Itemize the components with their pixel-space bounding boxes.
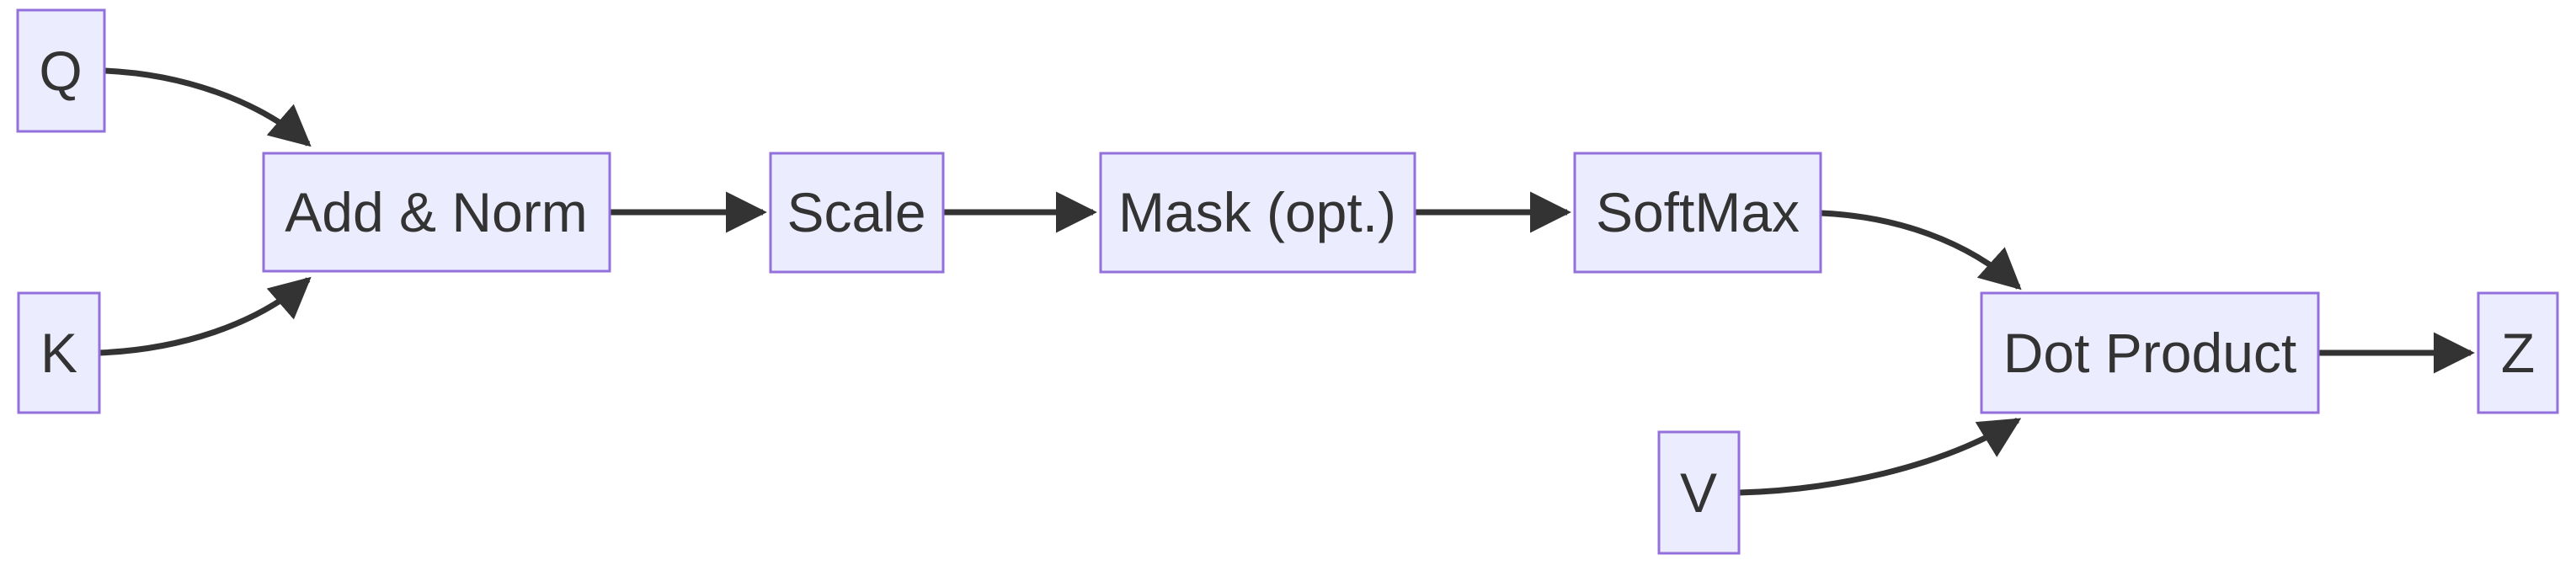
node-v-label: V	[1680, 461, 1717, 524]
node-z-box	[2477, 291, 2559, 414]
node-dotproduct-box	[1980, 291, 2320, 414]
nodes-layer: Q K Add & Norm Scale Mask (opt.) SoftMax	[16, 8, 2559, 555]
node-k-label: K	[40, 322, 77, 384]
node-k-box	[17, 291, 101, 414]
edge-q-to-addnorm	[104, 67, 312, 147]
node-addnorm-box	[262, 152, 611, 273]
node-mask-box	[1099, 152, 1416, 274]
node-scale-box	[769, 152, 945, 274]
node-z-label: Z	[2501, 322, 2535, 384]
node-q-box	[16, 8, 106, 133]
node-addnorm: Add & Norm	[262, 152, 611, 273]
node-scale: Scale	[769, 152, 945, 274]
edge-k-to-addnorm	[99, 276, 312, 356]
node-q: Q	[16, 8, 106, 133]
edge-softmax-to-dotproduct	[1820, 210, 2022, 291]
node-v-box	[1657, 430, 1741, 555]
node-softmax-box	[1573, 152, 1822, 274]
node-k: K	[17, 291, 101, 414]
node-z: Z	[2477, 291, 2559, 414]
node-addnorm-label: Add & Norm	[285, 181, 587, 243]
node-softmax: SoftMax	[1573, 152, 1822, 274]
node-softmax-label: SoftMax	[1596, 181, 1800, 243]
node-scale-label: Scale	[787, 181, 925, 243]
node-dotproduct: Dot Product	[1980, 291, 2320, 414]
node-mask: Mask (opt.)	[1099, 152, 1416, 274]
node-mask-label: Mask (opt.)	[1118, 181, 1396, 243]
edge-v-to-dotproduct	[1738, 418, 2022, 496]
edges-layer	[99, 67, 2475, 496]
node-v: V	[1657, 430, 1741, 555]
node-q-label: Q	[39, 40, 82, 102]
node-dotproduct-label: Dot Product	[2003, 322, 2297, 384]
